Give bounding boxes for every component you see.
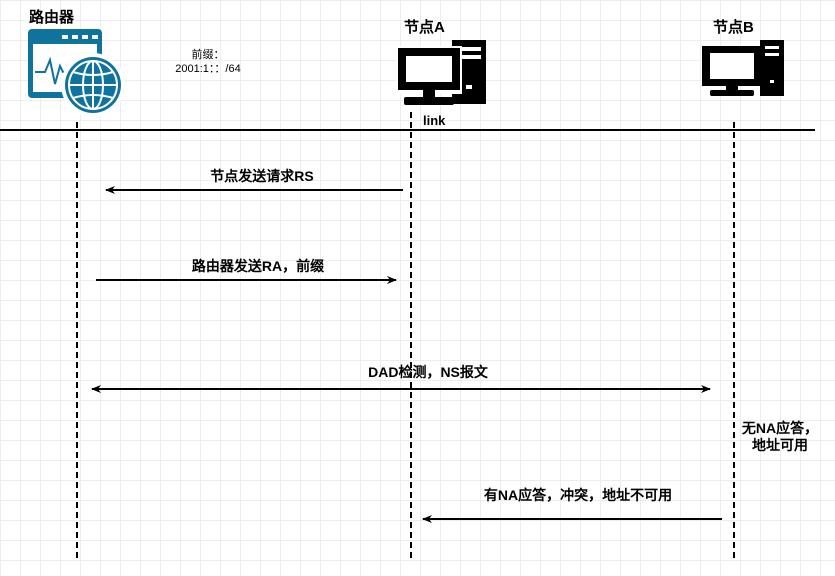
prefix-value: 2001:1：：/64 bbox=[175, 63, 241, 75]
link-label: link bbox=[423, 113, 446, 128]
prefix-annotation: 前缀： 2001:1：：/64 bbox=[158, 48, 258, 76]
node-b-title: 节点B bbox=[713, 19, 754, 36]
router-icon bbox=[28, 29, 125, 117]
node-a-title: 节点A bbox=[404, 19, 445, 36]
message-ra: 路由器发送RA，前缀 bbox=[191, 258, 325, 274]
router-title: 路由器 bbox=[29, 9, 75, 26]
message-conflict: 有NA应答，冲突，地址不可用 bbox=[483, 487, 673, 503]
note-no-na: 无NA应答，地址可用 bbox=[741, 420, 819, 453]
prefix-label: 前缀： bbox=[191, 49, 225, 61]
message-rs: 节点发送请求RS bbox=[210, 168, 314, 184]
computer-icon-node-a bbox=[396, 40, 486, 105]
computer-icon-node-b bbox=[702, 40, 784, 96]
message-dad: DAD检测，NS报文 bbox=[368, 364, 488, 380]
